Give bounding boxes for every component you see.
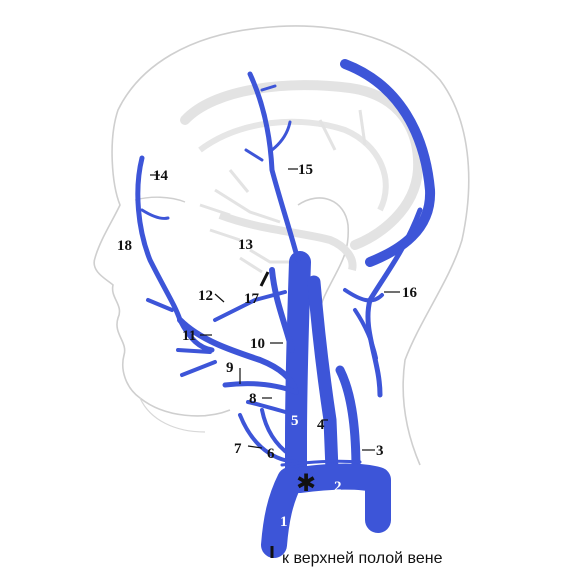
label-15: 15 bbox=[298, 162, 313, 178]
facial-vein bbox=[177, 317, 299, 395]
label-9: 9 bbox=[226, 360, 234, 376]
temporal-branch bbox=[260, 84, 277, 92]
label-2: 2 bbox=[334, 479, 342, 495]
label-3: 3 bbox=[376, 443, 384, 459]
label-8: 8 bbox=[249, 391, 257, 407]
label-12: 12 bbox=[198, 288, 213, 304]
facial-branch-a bbox=[146, 298, 174, 312]
jugular-arch bbox=[280, 459, 362, 467]
label-6: 6 bbox=[267, 446, 275, 462]
leader-lines bbox=[150, 168, 400, 451]
label-11: 11 bbox=[182, 328, 196, 344]
chin-outline bbox=[139, 397, 206, 433]
subclavian-vein bbox=[287, 463, 391, 533]
lingual-vein bbox=[222, 381, 299, 395]
external-jugular-vein bbox=[307, 275, 339, 477]
label-18: 18 bbox=[117, 238, 132, 254]
label-4: 4 bbox=[317, 417, 325, 433]
anterior-jugular-branch bbox=[260, 408, 292, 457]
brachiocephalic-vein bbox=[261, 467, 303, 558]
label-16: 16 bbox=[402, 285, 418, 301]
star-marker: ✱ bbox=[296, 469, 316, 497]
brain-sinus bbox=[180, 80, 424, 250]
label-1: 1 bbox=[280, 514, 288, 530]
supraorbital-branch bbox=[140, 208, 170, 220]
facial-branch-c bbox=[180, 360, 217, 377]
label-10: 10 bbox=[250, 336, 265, 352]
facial-branch-b bbox=[176, 348, 212, 354]
posterior-external-jugular bbox=[335, 365, 361, 475]
occipital-branch-2 bbox=[353, 308, 378, 360]
eyebrow bbox=[134, 196, 186, 203]
retromandibular-vein bbox=[269, 267, 295, 353]
brain-branches bbox=[199, 109, 367, 274]
label-14: 14 bbox=[153, 168, 169, 184]
submental-vein bbox=[246, 400, 298, 417]
superior-thyroid-vein bbox=[238, 413, 298, 464]
superior-sinus-arc bbox=[340, 59, 436, 267]
label-7: 7 bbox=[234, 441, 242, 457]
angular-vein bbox=[135, 155, 215, 353]
label-17: 17 bbox=[244, 291, 260, 307]
temporal-branch-2 bbox=[270, 120, 292, 152]
occipital-branch bbox=[343, 288, 384, 303]
brain-sinus-lower bbox=[218, 211, 357, 271]
veins bbox=[135, 59, 436, 558]
head-outline bbox=[93, 25, 470, 466]
internal-jugular-vein bbox=[285, 251, 311, 491]
label-5: 5 bbox=[291, 413, 299, 429]
brain-sinus-inner bbox=[198, 118, 389, 212]
label-13: 13 bbox=[238, 237, 253, 253]
temporal-branch-3 bbox=[244, 148, 264, 162]
superficial-temporal-vein bbox=[247, 71, 301, 263]
caption-text: к верхней полой вене bbox=[282, 550, 443, 567]
